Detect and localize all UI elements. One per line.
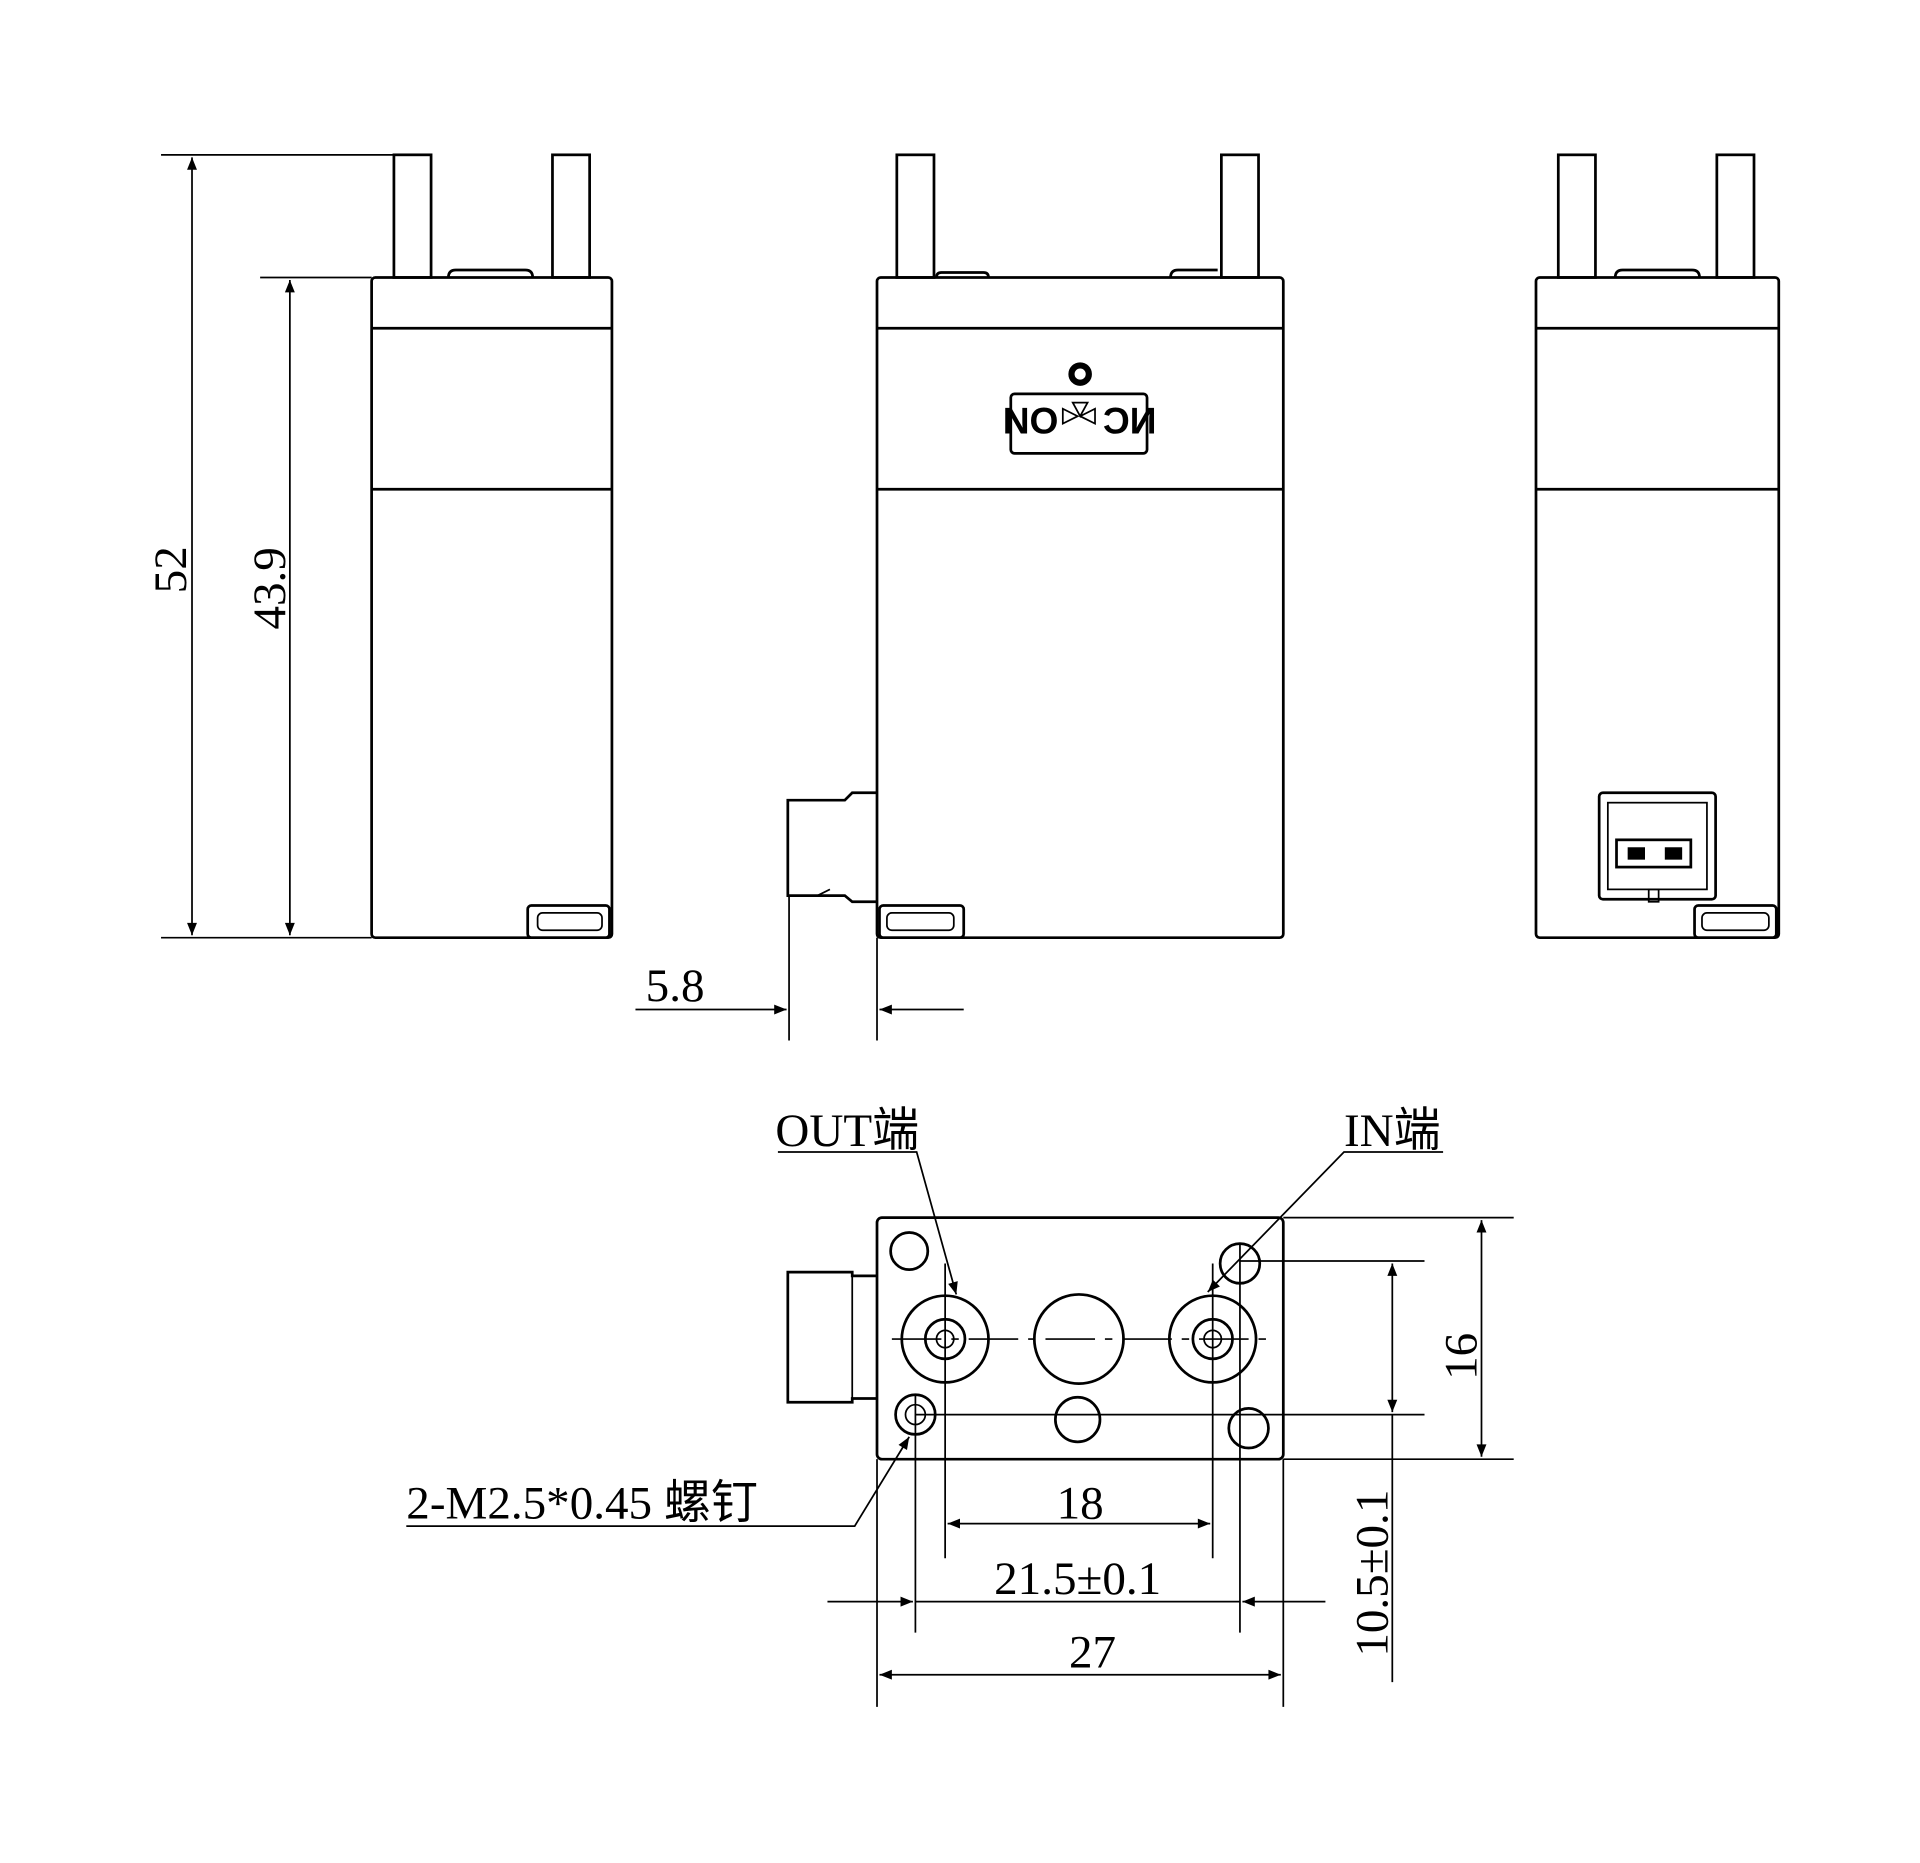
valve-symbol-label: NO NC bbox=[1003, 362, 1157, 455]
valve-label-nc: NC bbox=[1103, 400, 1157, 442]
side-view-right bbox=[1534, 153, 1781, 940]
dim-screw-spacing: 21.5±0.1 bbox=[994, 1553, 1161, 1605]
electrical-connector bbox=[1597, 791, 1717, 903]
dim-screw-vertical: 10.5±0.1 bbox=[1346, 1490, 1398, 1657]
label-screws: 2-M2.5*0.45 螺钉 bbox=[406, 1478, 758, 1530]
dim-depth: 16 bbox=[1436, 1333, 1488, 1380]
dim-port-spacing: 18 bbox=[1057, 1478, 1104, 1530]
side-view-left: 52 43.9 bbox=[145, 153, 614, 940]
dim-overall-height: 52 bbox=[145, 546, 197, 593]
dim-width: 27 bbox=[1069, 1626, 1116, 1678]
front-view: NO NC 5.8 bbox=[635, 153, 1285, 1041]
label-in-port: IN端 bbox=[1344, 1105, 1441, 1157]
label-out-port: OUT端 bbox=[775, 1105, 919, 1157]
bottom-view: 18 21.5±0.1 27 16 10.5±0.1 OUT端 IN端 2-M2… bbox=[406, 1105, 1514, 1707]
valve-label-no: NO bbox=[1003, 400, 1059, 442]
dim-body-height: 43.9 bbox=[244, 547, 296, 629]
dim-connector-offset: 5.8 bbox=[646, 960, 705, 1012]
